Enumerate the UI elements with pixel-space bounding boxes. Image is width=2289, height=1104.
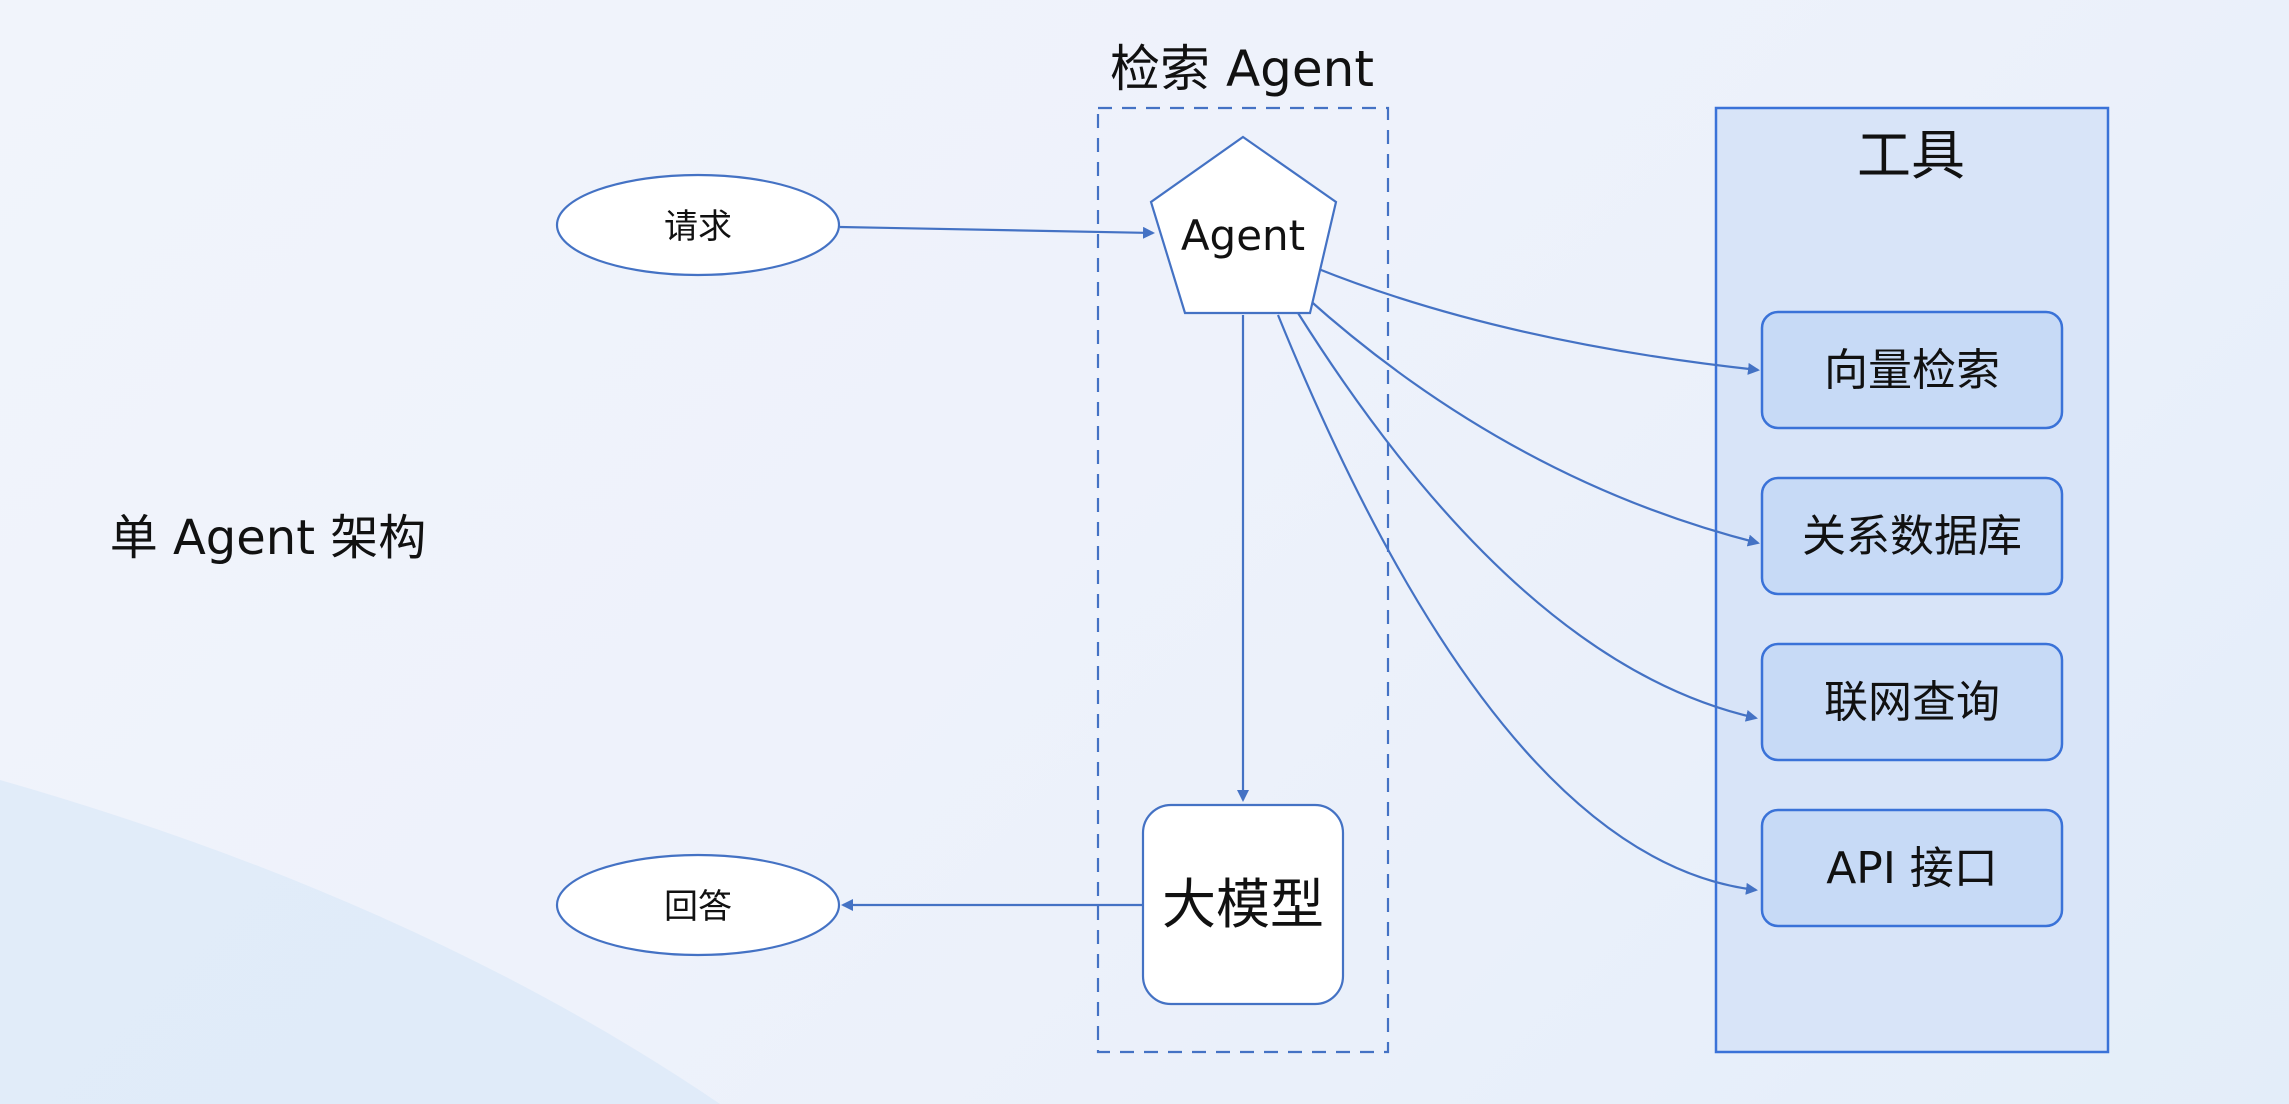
request-node-label: 请求 (664, 207, 732, 247)
agent-node (1149, 135, 1338, 315)
llm-node-label: 大模型 (1162, 873, 1324, 936)
tool-web-search-label: 联网查询 (1824, 677, 2000, 728)
edge-request-to-agent (839, 225, 1155, 239)
request-node (555, 173, 841, 277)
answer-node-label: 回答 (664, 887, 732, 927)
answer-node (555, 853, 841, 957)
tools-panel-title: 工具 (1857, 124, 1965, 187)
tool-relational-db-label: 关系数据库 (1802, 511, 2022, 562)
tool-api-interface (1760, 808, 2064, 928)
agent-group-container (1096, 106, 1390, 1054)
page-title: 单 Agent 架构 (110, 510, 427, 566)
tool-vector-search (1760, 310, 2064, 430)
edge-agent-to-vector-search (1315, 266, 1760, 375)
tool-vector-search-label: 向量检索 (1824, 345, 2000, 396)
tool-web-search (1760, 642, 2064, 762)
agent-node-label: Agent (1181, 211, 1305, 260)
llm-node (1141, 803, 1345, 1006)
tool-relational-db (1760, 476, 2064, 596)
edge-agent-to-relational-db (1305, 296, 1760, 547)
edge-agent-to-api-interface (1276, 314, 1758, 895)
edge-agent-to-web-search (1297, 312, 1758, 722)
agent-group-title: 检索 Agent (1110, 40, 1374, 98)
tool-api-interface-label: API 接口 (1826, 843, 1998, 894)
